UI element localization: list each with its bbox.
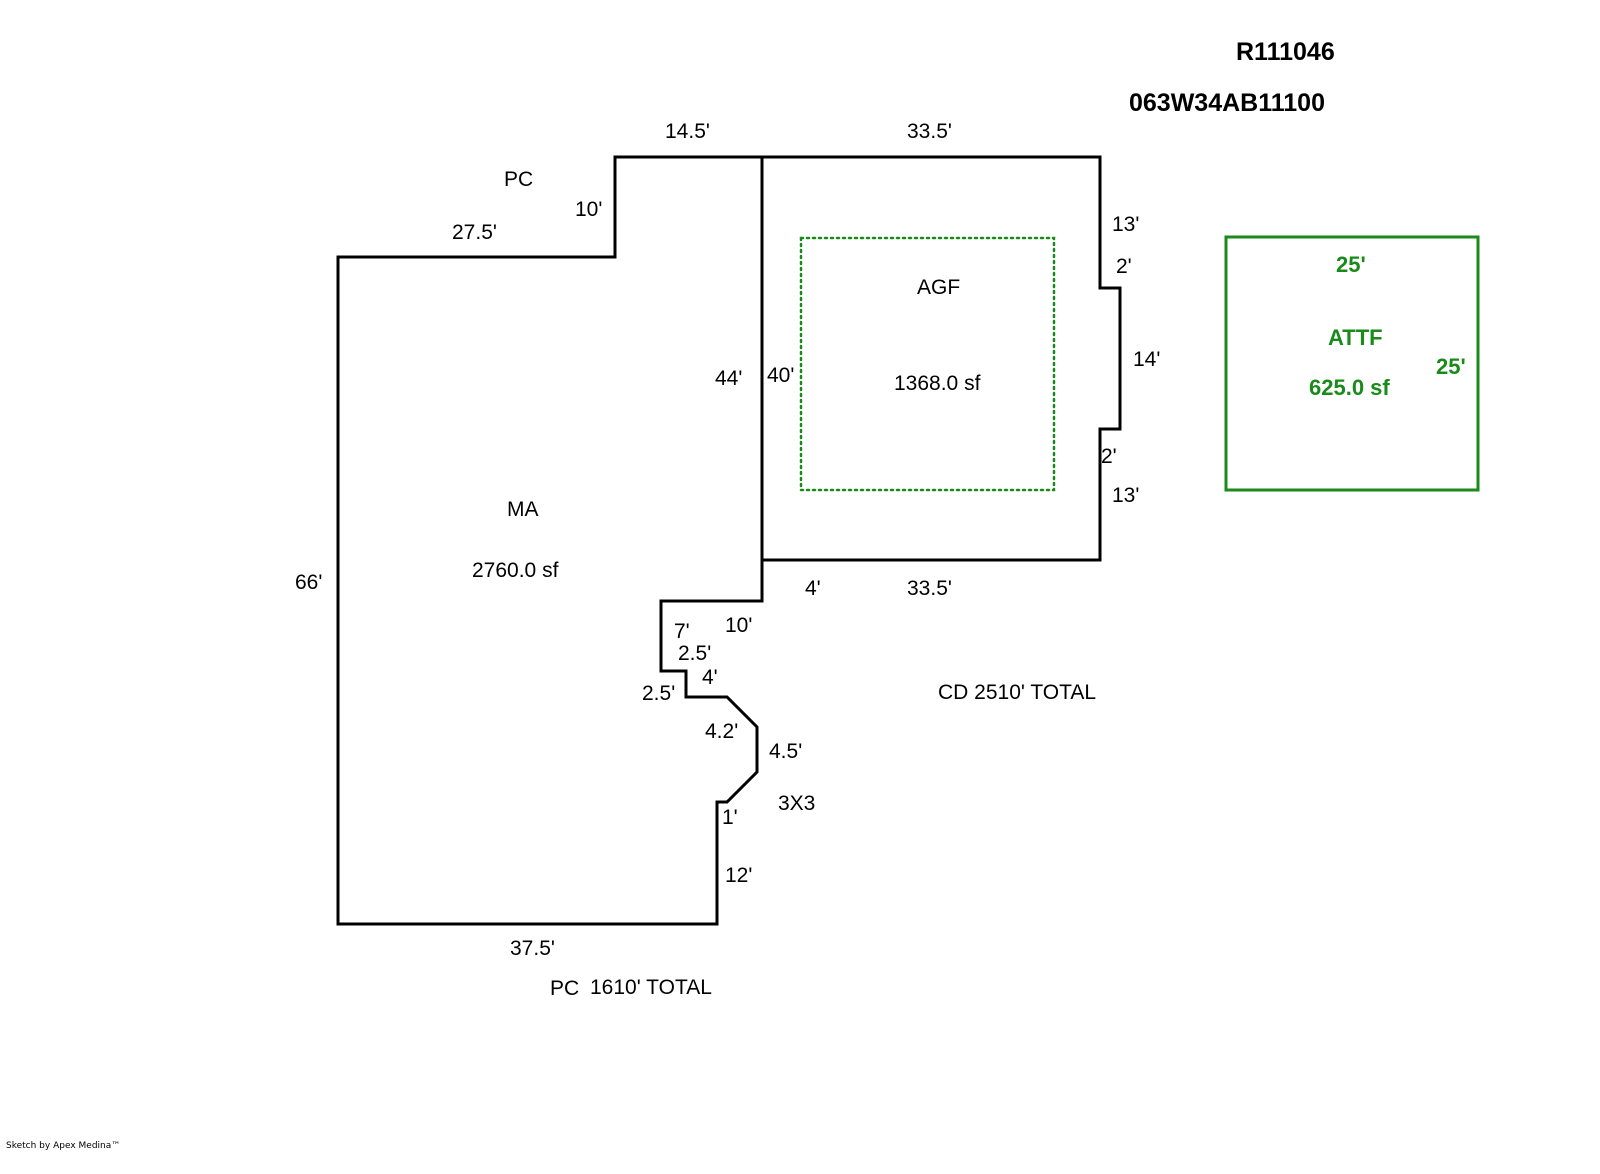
detached-code: ATTF — [1328, 325, 1383, 350]
account-id: R111046 — [1236, 38, 1335, 66]
dim-bottom: 37.5' — [510, 937, 555, 960]
dim-left-side: 66' — [295, 571, 322, 594]
dim-bay-side: 4.5' — [769, 740, 802, 763]
sketch-credit: Sketch by Apex Medina™ — [6, 1141, 120, 1151]
dim-right-bump: 14' — [1133, 348, 1160, 371]
dim-divider-outer: 44' — [715, 367, 742, 390]
dim-bay-bottom: 1' — [722, 806, 738, 829]
main-area-code: MA — [507, 498, 539, 521]
dim-right-jog-bottom: 2' — [1101, 445, 1117, 468]
dim-lower-right: 12' — [725, 864, 752, 887]
cd-total: CD 2510' TOTAL — [938, 681, 1096, 704]
dim-notch-4: 4' — [702, 666, 718, 689]
main-area-size: 2760.0 sf — [472, 559, 559, 582]
detached-top-dim: 25' — [1336, 252, 1366, 277]
main-area-outline — [336, 155, 764, 926]
garage-code: AGF — [917, 276, 960, 299]
parcel-id: 063W34AB11100 — [1129, 89, 1325, 117]
garage-area-marker — [799, 236, 1056, 492]
dim-top-right: 33.5' — [907, 120, 952, 143]
dim-notch-7: 7' — [674, 620, 690, 643]
dim-bottom-garage-left: 4' — [805, 577, 821, 600]
dim-bay-diag: 4.2' — [705, 720, 738, 743]
pc-label: PC — [504, 168, 533, 191]
dim-right-lower: 13' — [1112, 484, 1139, 507]
detached-side-dim: 25' — [1436, 354, 1466, 379]
garage-area: 1368.0 sf — [894, 372, 981, 395]
pc-total-prefix: PC — [550, 977, 579, 1000]
dim-notch-vertical: 10' — [725, 614, 752, 637]
garage-outline — [762, 155, 1122, 562]
dim-bottom-garage: 33.5' — [907, 577, 952, 600]
dim-notch-2-5b: 2.5' — [642, 682, 675, 705]
bay-note: 3X3 — [778, 792, 815, 815]
dim-upper-left-horizontal: 27.5' — [452, 221, 497, 244]
dim-right-upper: 13' — [1112, 213, 1139, 236]
dim-notch-2-5a: 2.5' — [678, 642, 711, 665]
detached-structure-outline — [1224, 235, 1480, 492]
dim-top-left-step: 14.5' — [665, 120, 710, 143]
dim-divider-inner: 40' — [767, 364, 794, 387]
detached-area: 625.0 sf — [1309, 375, 1390, 400]
dim-right-jog-top: 2' — [1116, 255, 1132, 278]
pc-total: 1610' TOTAL — [590, 976, 712, 999]
dim-pc-step-vertical: 10' — [575, 198, 602, 221]
